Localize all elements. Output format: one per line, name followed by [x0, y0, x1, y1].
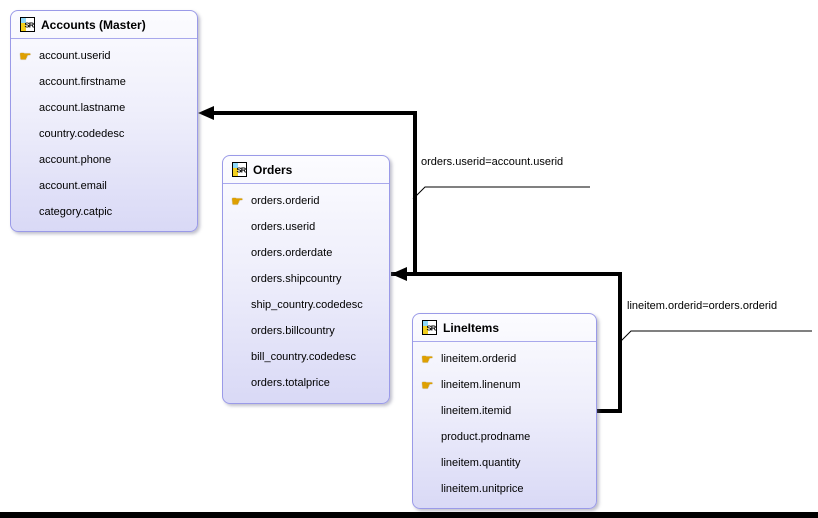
table-row[interactable]: ☛ category.catpic — [11, 199, 197, 225]
field-label: orders.totalprice — [251, 377, 330, 389]
table-row[interactable]: ☛ bill_country.codedesc — [223, 344, 389, 370]
table-row[interactable]: ☛ ship_country.codedesc — [223, 292, 389, 318]
table-row[interactable]: ☛ orders.orderid — [223, 188, 389, 214]
sr-table-icon: SR — [20, 17, 35, 32]
sr-table-icon: SR — [422, 320, 437, 335]
table-row[interactable]: ☛ lineitem.itemid — [413, 398, 596, 424]
table-node-accounts[interactable]: SR Accounts (Master) ☛ account.userid ☛ … — [10, 10, 198, 232]
field-label: country.codedesc — [39, 128, 125, 140]
field-label: account.email — [39, 180, 107, 192]
relationship-label-lineitems-orders[interactable]: lineitem.orderid=orders.orderid — [627, 300, 778, 312]
field-label: lineitem.unitprice — [441, 483, 524, 495]
table-title: Accounts (Master) — [41, 17, 146, 32]
table-row[interactable]: ☛ orders.billcountry — [223, 318, 389, 344]
field-label: account.userid — [39, 50, 111, 62]
table-header-accounts[interactable]: SR Accounts (Master) — [11, 11, 197, 39]
bottom-window-edge — [0, 512, 818, 518]
field-label: orders.billcountry — [251, 325, 335, 337]
table-row[interactable]: ☛ orders.shipcountry — [223, 266, 389, 292]
table-node-orders[interactable]: SR Orders ☛ orders.orderid ☛ orders.user… — [222, 155, 390, 404]
table-row[interactable]: ☛ account.userid — [11, 43, 197, 69]
field-label: orders.orderdate — [251, 247, 333, 259]
table-row[interactable]: ☛ account.email — [11, 173, 197, 199]
table-row[interactable]: ☛ orders.totalprice — [223, 370, 389, 396]
field-label: orders.shipcountry — [251, 273, 342, 285]
field-label: orders.orderid — [251, 195, 320, 207]
field-label: bill_country.codedesc — [251, 351, 356, 363]
table-title: LineItems — [443, 320, 500, 335]
field-label: ship_country.codedesc — [251, 299, 363, 311]
primary-key-icon: ☛ — [19, 48, 32, 64]
field-label: account.phone — [39, 154, 112, 166]
primary-key-icon: ☛ — [231, 193, 244, 209]
table-row[interactable]: ☛ lineitem.orderid — [413, 346, 596, 372]
field-label: category.catpic — [39, 206, 113, 218]
relationship-label-orders-accounts[interactable]: orders.userid=account.userid — [421, 156, 564, 168]
field-label: account.lastname — [39, 102, 126, 114]
table-title: Orders — [253, 162, 293, 177]
table-row[interactable]: ☛ lineitem.unitprice — [413, 476, 596, 502]
table-node-lineitems[interactable]: SR LineItems ☛ lineitem.orderid ☛ lineit… — [412, 313, 597, 509]
primary-key-icon: ☛ — [421, 377, 434, 393]
table-row[interactable]: ☛ account.phone — [11, 147, 197, 173]
label-leader-orders-accounts — [412, 186, 590, 200]
primary-key-icon: ☛ — [421, 351, 434, 367]
table-row[interactable]: ☛ lineitem.linenum — [413, 372, 596, 398]
sr-table-icon: SR — [232, 162, 247, 177]
table-header-orders[interactable]: SR Orders — [223, 156, 389, 184]
table-header-lineitems[interactable]: SR LineItems — [413, 314, 596, 342]
table-row[interactable]: ☛ orders.orderdate — [223, 240, 389, 266]
field-list: ☛ lineitem.orderid ☛ lineitem.linenum ☛ … — [413, 342, 596, 502]
table-row[interactable]: ☛ lineitem.quantity — [413, 450, 596, 476]
field-label: orders.userid — [251, 221, 316, 233]
field-list: ☛ orders.orderid ☛ orders.userid ☛ order… — [223, 184, 389, 396]
field-label: lineitem.itemid — [441, 405, 512, 417]
table-row[interactable]: ☛ account.firstname — [11, 69, 197, 95]
table-row[interactable]: ☛ product.prodname — [413, 424, 596, 450]
field-label: product.prodname — [441, 431, 531, 443]
field-label: account.firstname — [39, 76, 126, 88]
field-label: lineitem.quantity — [441, 457, 521, 469]
label-leader-lineitems-orders — [618, 330, 812, 344]
table-row[interactable]: ☛ account.lastname — [11, 95, 197, 121]
field-list: ☛ account.userid ☛ account.firstname ☛ a… — [11, 39, 197, 225]
relationship-line-orders-accounts[interactable] — [198, 106, 417, 276]
table-row[interactable]: ☛ country.codedesc — [11, 121, 197, 147]
field-label: lineitem.orderid — [441, 353, 517, 365]
field-label: lineitem.linenum — [441, 379, 521, 391]
table-row[interactable]: ☛ orders.userid — [223, 214, 389, 240]
